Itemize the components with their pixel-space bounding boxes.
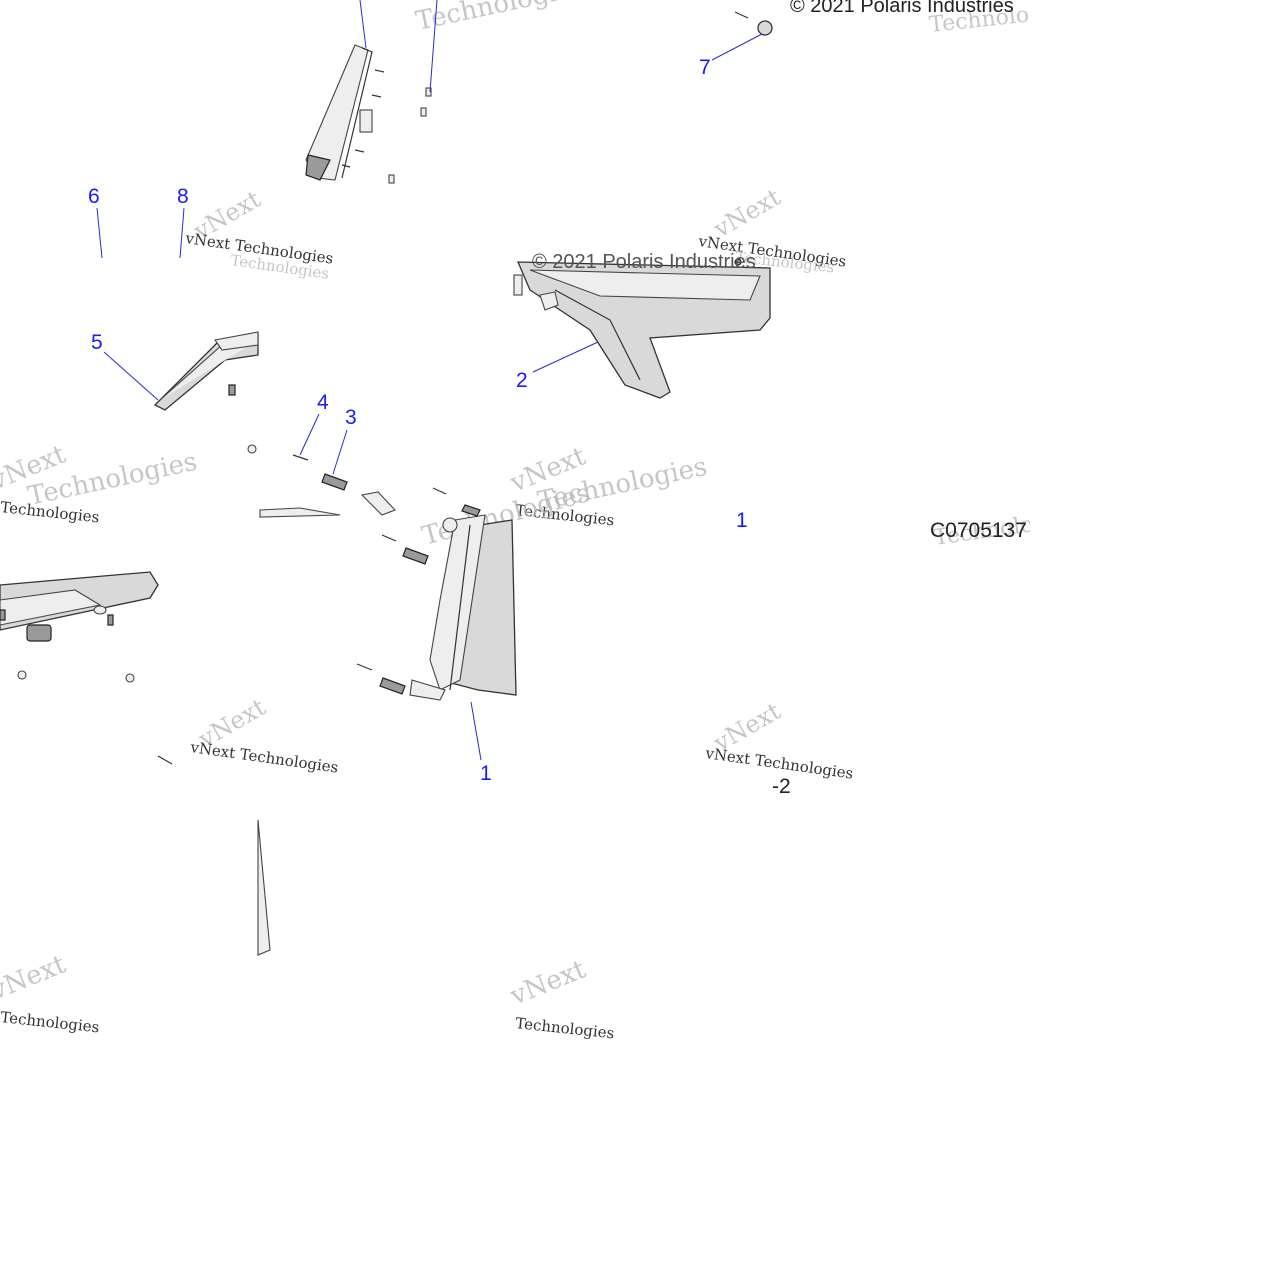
screws-springs-drawing [292, 454, 481, 695]
callout-8: 8 [177, 185, 189, 208]
watermark-text: vNext [505, 954, 590, 1012]
watermark-text: Technologies [413, 0, 588, 37]
watermark-text: Technologies [515, 1014, 616, 1042]
lower-panel-drawing [0, 444, 271, 956]
callout-2: 2 [516, 369, 528, 392]
figure-text: © 2021 Polaris Industries © 2021 Polaris… [532, 0, 1027, 798]
fender-panel-drawing [513, 258, 771, 399]
callout-1: 1 [736, 509, 748, 532]
side-panel-drawing [153, 331, 259, 411]
fastener-drawing [734, 11, 773, 36]
copyright-text: © 2021 Polaris Industries [532, 251, 756, 273]
watermark-text: vNext Technologies [188, 738, 339, 777]
callout-4: 4 [317, 391, 329, 414]
leader-lines [96, 0, 763, 761]
lamp-housing-drawing [259, 491, 517, 701]
watermark-group: Technologies Technologies vNext vNext Te… [0, 0, 1080, 1042]
callout-labels: 1 1 2 3 4 5 6 7 8 [88, 56, 748, 785]
figure-code-partial: -2 [772, 775, 791, 798]
callout-6: 6 [88, 185, 100, 208]
watermark-text: vNext [0, 949, 70, 1007]
tail-lamp-drawing [305, 44, 432, 184]
callout-5: 5 [91, 331, 103, 354]
callout-1: 1 [480, 762, 492, 785]
copyright-text: © 2021 Polaris Industries [790, 0, 1014, 17]
callout-3: 3 [345, 406, 357, 429]
watermark-text: Technologies [0, 1008, 100, 1036]
figure-code: C0705137 [930, 519, 1027, 542]
callout-7: 7 [699, 56, 711, 79]
